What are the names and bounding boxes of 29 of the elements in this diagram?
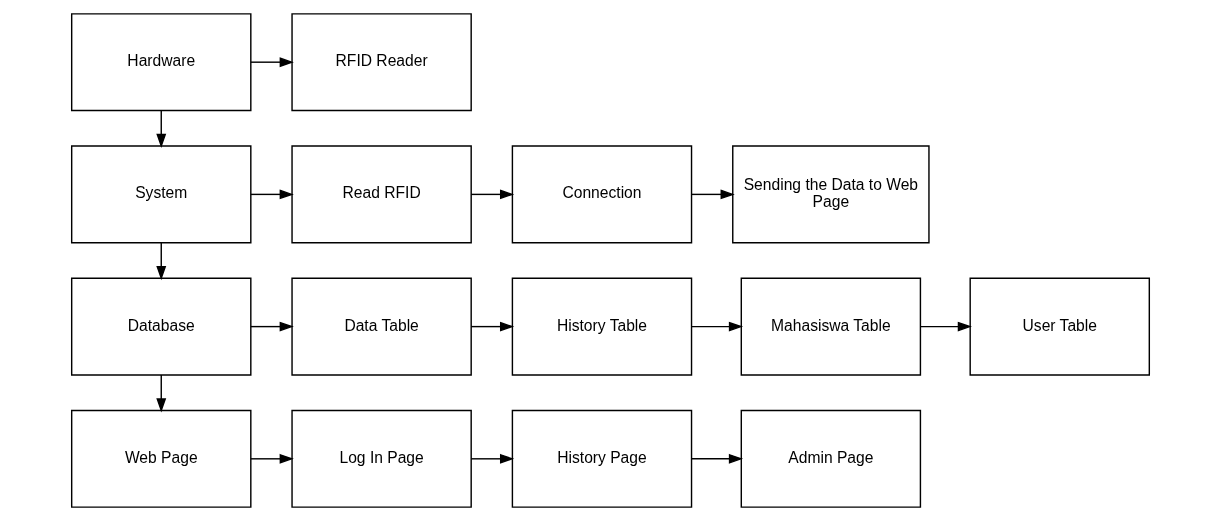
- node-box: Web Page: [70, 409, 252, 508]
- node-box: Admin Page: [740, 409, 921, 508]
- node-box: User Table: [968, 277, 1150, 376]
- arrow: [249, 57, 294, 68]
- arrow: [690, 189, 735, 200]
- arrow: [690, 453, 743, 464]
- arrow: [155, 109, 166, 149]
- node-box: History Table: [511, 277, 692, 376]
- arrow: [155, 374, 166, 413]
- arrow: [690, 321, 743, 332]
- node-box: Read RFID: [290, 145, 472, 244]
- arrow: [470, 189, 514, 200]
- node-box: Hardware: [70, 13, 252, 112]
- node-box: Database: [70, 277, 252, 376]
- node-box: Mahasiswa Table: [740, 277, 921, 376]
- arrow: [470, 321, 514, 332]
- node-box: Connection: [511, 145, 692, 244]
- node-box: System: [70, 145, 252, 244]
- arrow: [155, 242, 166, 281]
- node-box: RFID Reader: [290, 13, 472, 112]
- arrow: [249, 321, 294, 332]
- node-box: Sending the Data to Web Page: [731, 145, 930, 244]
- arrow: [470, 453, 514, 464]
- node-box: History Page: [511, 409, 692, 508]
- arrow: [249, 453, 294, 464]
- arrow: [249, 189, 294, 200]
- node-box: Data Table: [290, 277, 472, 376]
- arrow: [919, 321, 972, 332]
- node-box: Log In Page: [290, 409, 472, 508]
